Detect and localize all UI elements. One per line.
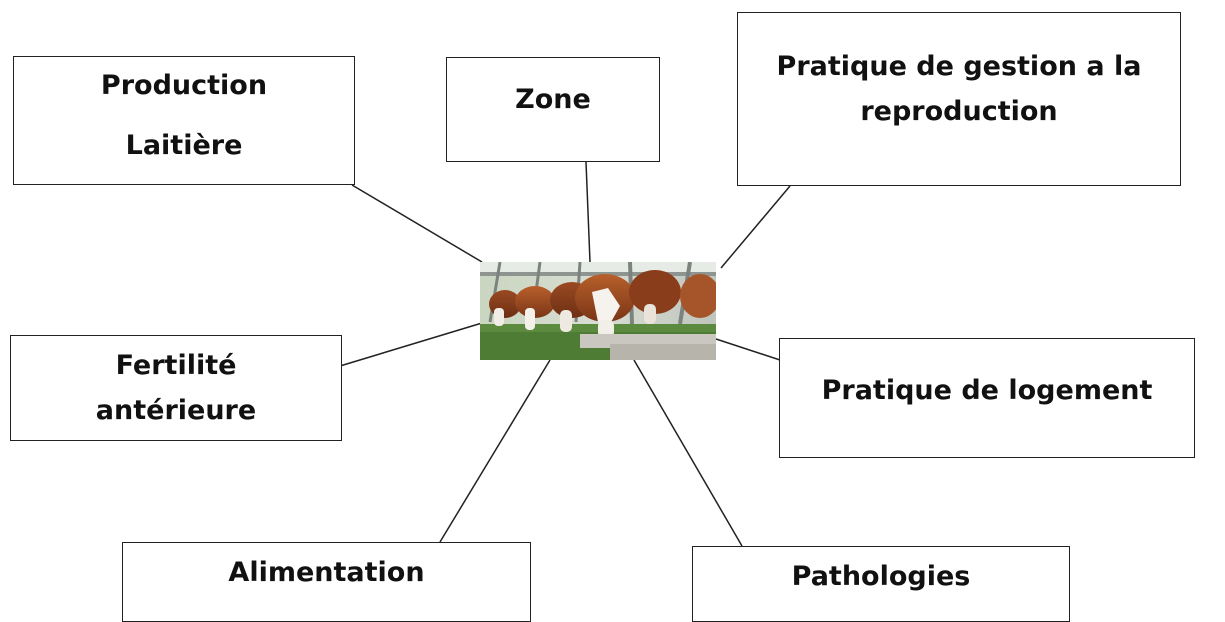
node-pathologies: Pathologies (692, 546, 1070, 622)
node-logement: Pratique de logement (779, 338, 1195, 458)
dairy-cows-illustration (480, 262, 716, 360)
node-alimentation: Alimentation (122, 542, 531, 622)
node-alimentation-line1: Alimentation (123, 557, 530, 588)
node-production: Production Laitière (13, 56, 355, 185)
node-reproduction-line2: reproduction (738, 96, 1180, 127)
connector-production (352, 185, 482, 262)
node-zone: Zone (446, 57, 660, 162)
node-fertilite: Fertilité antérieure (10, 335, 342, 441)
node-reproduction: Pratique de gestion a la reproduction (737, 12, 1181, 186)
connector-logement (716, 339, 780, 360)
node-fertilite-line1: Fertilité (11, 350, 341, 381)
node-logement-line1: Pratique de logement (780, 375, 1194, 406)
node-production-line2: Laitière (14, 130, 354, 161)
connector-fertilite (340, 323, 482, 366)
connector-reproduction (721, 186, 790, 268)
node-production-line1: Production (14, 70, 354, 101)
node-zone-line1: Zone (447, 84, 659, 115)
connector-alimentation (440, 360, 550, 542)
node-fertilite-line2: antérieure (11, 395, 341, 426)
node-reproduction-line1: Pratique de gestion a la (738, 51, 1180, 82)
connector-zone (586, 162, 590, 262)
connector-pathologies (634, 360, 742, 546)
dairy-cows-photo (480, 262, 716, 360)
node-pathologies-line1: Pathologies (693, 561, 1069, 592)
